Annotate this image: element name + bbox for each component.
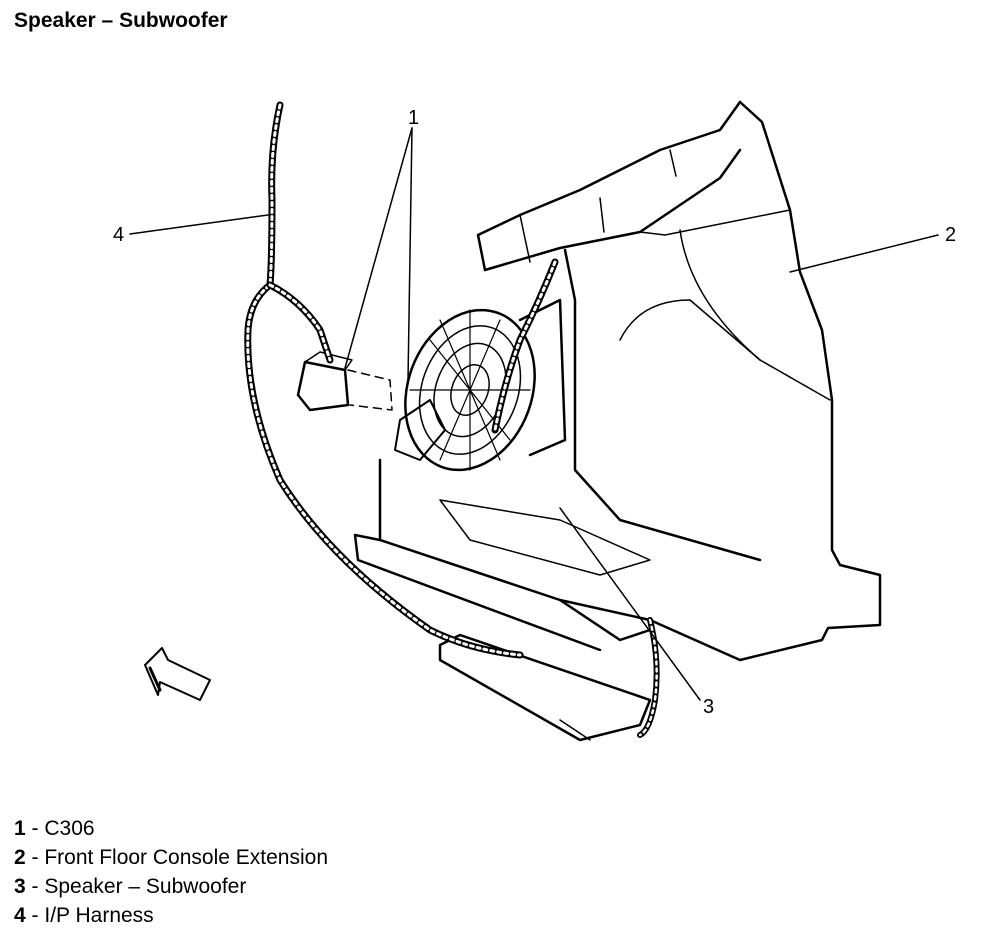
leader-line-3 <box>559 507 701 701</box>
leader-lines <box>129 127 939 701</box>
ip-harness-shape <box>244 101 660 738</box>
console-extension-shape <box>476 100 882 662</box>
console-base-shape <box>353 458 652 742</box>
callout-number-4: 4 <box>113 224 124 246</box>
leader-line-1b <box>407 127 413 381</box>
callout-legend: 1 - C306 2 - Front Floor Console Extensi… <box>14 814 328 930</box>
leader-line-1a <box>344 127 413 369</box>
legend-item-1: 1 - C306 <box>14 817 95 840</box>
legend-item-4: 4 - I/P Harness <box>14 904 154 927</box>
callout-number-3: 3 <box>703 696 714 718</box>
leader-line-4 <box>129 214 269 235</box>
callout-number-1: 1 <box>408 107 419 129</box>
legend-item-2: 2 - Front Floor Console Extension <box>14 846 328 869</box>
diagram-title: Speaker – Subwoofer <box>14 9 228 32</box>
subwoofer-speaker-shape <box>394 298 567 472</box>
legend-item-3: 3 - Speaker – Subwoofer <box>14 875 247 898</box>
forward-arrow-icon <box>144 647 211 701</box>
leader-line-2 <box>789 234 939 273</box>
exploded-view-illustration: 1 2 3 4 <box>113 100 956 742</box>
c306-connector-shape <box>296 351 393 412</box>
callout-number-2: 2 <box>945 224 956 246</box>
